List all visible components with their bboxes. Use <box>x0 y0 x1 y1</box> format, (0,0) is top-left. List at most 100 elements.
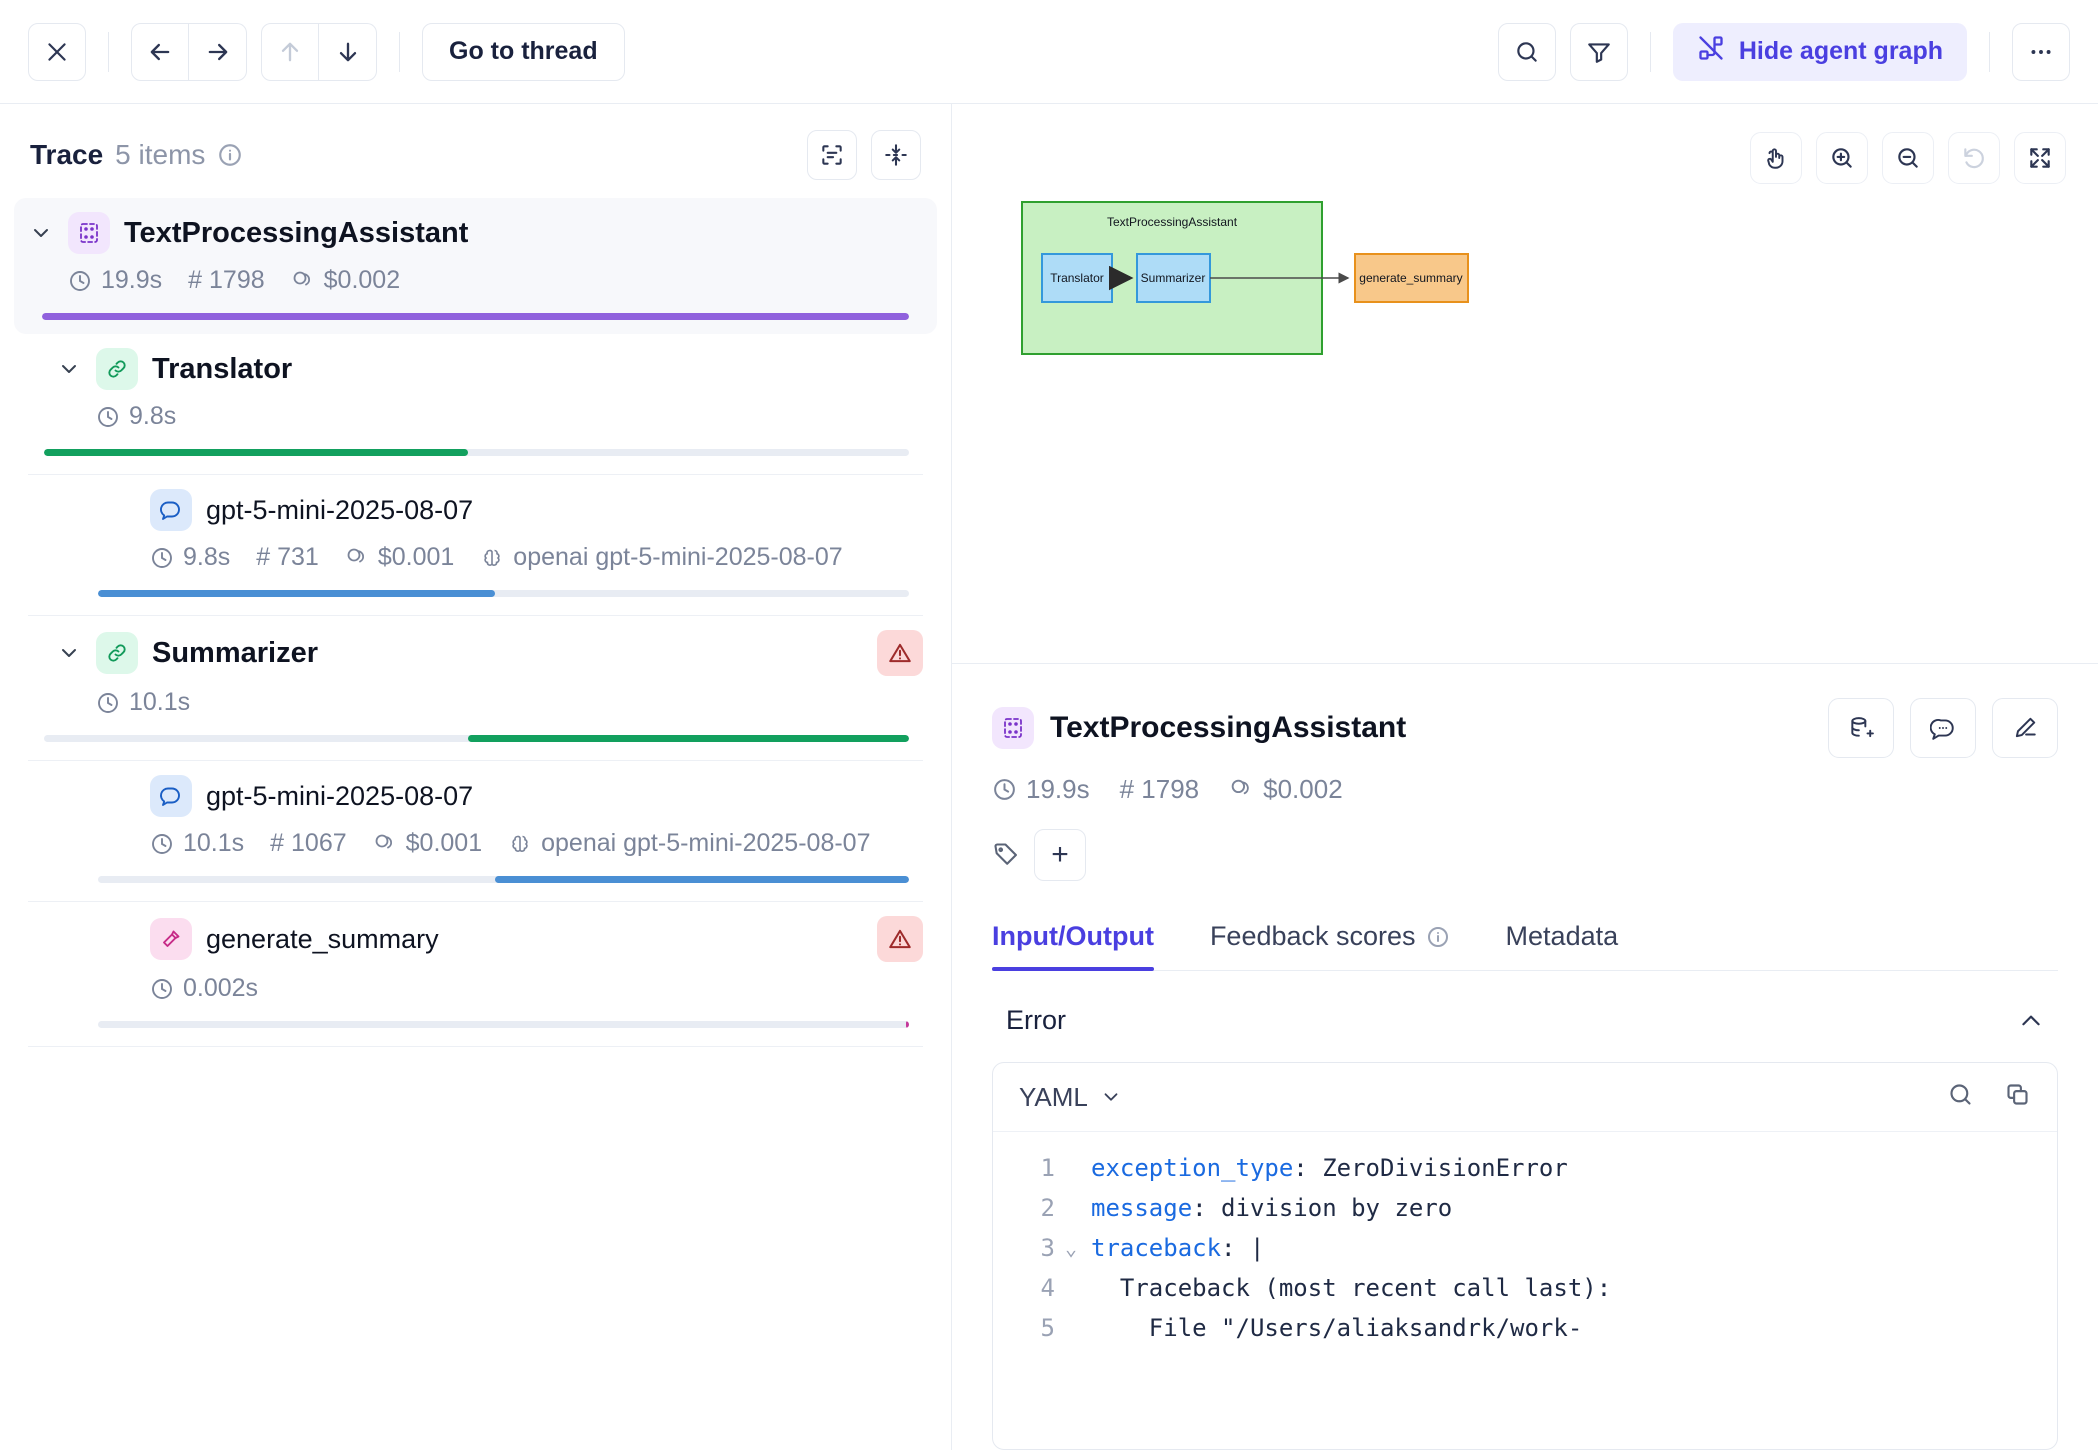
fold-toggle[interactable]: ⌄ <box>1065 1236 1078 1260</box>
chevron-up-icon[interactable] <box>2018 1008 2044 1034</box>
duration-bar-track <box>44 449 909 456</box>
code-line: 3 ⌄ traceback: | <box>993 1228 2057 1268</box>
top-toolbar: Go to thread Hide agent graph <box>0 0 2098 104</box>
chevron-placeholder <box>110 497 136 523</box>
previous-row-button[interactable] <box>261 22 319 81</box>
close-button[interactable] <box>28 22 86 81</box>
graph-controls <box>1750 132 2066 184</box>
zoom-out-icon[interactable] <box>1882 132 1934 184</box>
hide-agent-graph-button[interactable]: Hide agent graph <box>1672 22 1967 81</box>
code-text: message: division by zero <box>1091 1194 1453 1222</box>
error-section-header[interactable]: Error <box>992 971 2058 1062</box>
svg-text:generate_summary: generate_summary <box>1359 271 1462 285</box>
llm-type-icon <box>150 775 192 817</box>
add-to-dataset-icon[interactable] <box>1828 698 1894 758</box>
llm-type-icon <box>150 489 192 531</box>
chevron-down-icon <box>1104 1093 1118 1101</box>
detail-tabs: Input/Output Feedback scores Metadata <box>992 921 2058 971</box>
comment-icon[interactable] <box>1910 698 1976 758</box>
search-icon[interactable] <box>1497 22 1556 81</box>
row-duration: 9.8s <box>150 543 230 572</box>
add-tag-button[interactable]: + <box>1034 829 1086 881</box>
row-separator <box>28 760 923 761</box>
toolbar-divider-2 <box>399 31 400 72</box>
annotate-icon[interactable] <box>1992 698 2058 758</box>
line-number: 3 <box>1040 1234 1055 1262</box>
span-duration: 19.9s <box>992 774 1090 805</box>
row-nav-group <box>261 22 377 81</box>
copy-code-icon[interactable] <box>2004 1081 2031 1113</box>
code-line: 4 Traceback (most recent call last): <box>993 1268 2057 1308</box>
trace-row[interactable]: Summarizer 10.1s <box>0 616 951 761</box>
trace-row-main: generate_summary <box>28 916 923 962</box>
code-language-selector[interactable]: YAML <box>1019 1082 1122 1113</box>
span-detail-actions <box>1828 698 2058 758</box>
agent-graph[interactable]: TextProcessingAssistant Translator Summa… <box>952 104 2098 664</box>
forward-button[interactable] <box>189 22 247 81</box>
duration-bar-track <box>98 590 909 597</box>
trace-row-name: Summarizer <box>152 636 319 669</box>
collapse-all-icon[interactable] <box>871 130 921 180</box>
more-actions-button[interactable] <box>2012 22 2070 81</box>
code-line: 5 File "/Users/aliaksandrk/work- <box>993 1308 2057 1348</box>
expand-text-icon[interactable] <box>807 130 857 180</box>
error-badge[interactable] <box>877 630 923 676</box>
back-button[interactable] <box>131 22 189 81</box>
error-section-title: Error <box>1006 1005 1066 1035</box>
row-separator <box>28 474 923 475</box>
error-badge[interactable] <box>877 916 923 962</box>
duration-bar-fill <box>98 590 496 597</box>
toolbar-divider-3 <box>1649 31 1651 72</box>
span-title: TextProcessingAssistant <box>1050 711 1407 744</box>
trace-row-name: TextProcessingAssistant <box>124 216 469 249</box>
code-text: traceback: | <box>1091 1234 1265 1262</box>
trace-row-main: gpt-5-mini-2025-08-07 <box>28 775 923 817</box>
row-separator <box>28 1046 923 1047</box>
zoom-in-icon[interactable] <box>1816 132 1868 184</box>
line-number: 1 <box>1040 1154 1055 1182</box>
chevron-down-icon[interactable] <box>56 356 82 382</box>
span-tokens: # 1798 <box>1120 774 1200 805</box>
trace-row-name: generate_summary <box>206 923 439 954</box>
trace-row-main: TextProcessingAssistant <box>28 212 923 254</box>
chevron-down-icon[interactable] <box>28 220 54 246</box>
tab-feedback-scores[interactable]: Feedback scores <box>1210 921 1450 970</box>
info-icon[interactable] <box>1426 925 1450 949</box>
trace-row-metrics: 10.1s <box>28 688 923 717</box>
span-cost-value: $0.002 <box>1263 774 1343 804</box>
chevron-placeholder <box>110 926 136 952</box>
trace-title: Trace <box>30 139 104 170</box>
code-search-icon[interactable] <box>1947 1081 1974 1113</box>
trace-row[interactable]: Translator 9.8s <box>0 334 951 475</box>
chevron-down-icon[interactable] <box>56 640 82 666</box>
span-detail-header: TextProcessingAssistant <box>992 698 2058 758</box>
line-number: 4 <box>1040 1274 1055 1302</box>
toolbar-left-group: Go to thread <box>28 22 625 81</box>
tab-input-output[interactable]: Input/Output <box>992 921 1154 971</box>
trace-row-main: Summarizer <box>28 630 923 676</box>
agent-graph-off-icon <box>1697 34 1725 69</box>
pan-tool-icon[interactable] <box>1750 132 1802 184</box>
filter-icon[interactable] <box>1569 22 1628 81</box>
tool-type-icon <box>150 918 192 960</box>
duration-bar-fill <box>905 1021 909 1028</box>
fullscreen-icon[interactable] <box>2014 132 2066 184</box>
go-to-thread-button[interactable]: Go to thread <box>422 22 625 81</box>
row-duration: 9.8s <box>96 402 176 431</box>
span-duration-value: 19.9s <box>1026 774 1090 804</box>
next-row-button[interactable] <box>319 22 377 81</box>
tab-metadata[interactable]: Metadata <box>1506 921 1619 970</box>
code-viewer-header: YAML <box>993 1063 2057 1132</box>
reset-view-icon[interactable] <box>1948 132 2000 184</box>
info-icon[interactable] <box>217 142 243 168</box>
duration-bar-fill <box>44 449 468 456</box>
trace-row-name: Translator <box>152 352 293 385</box>
